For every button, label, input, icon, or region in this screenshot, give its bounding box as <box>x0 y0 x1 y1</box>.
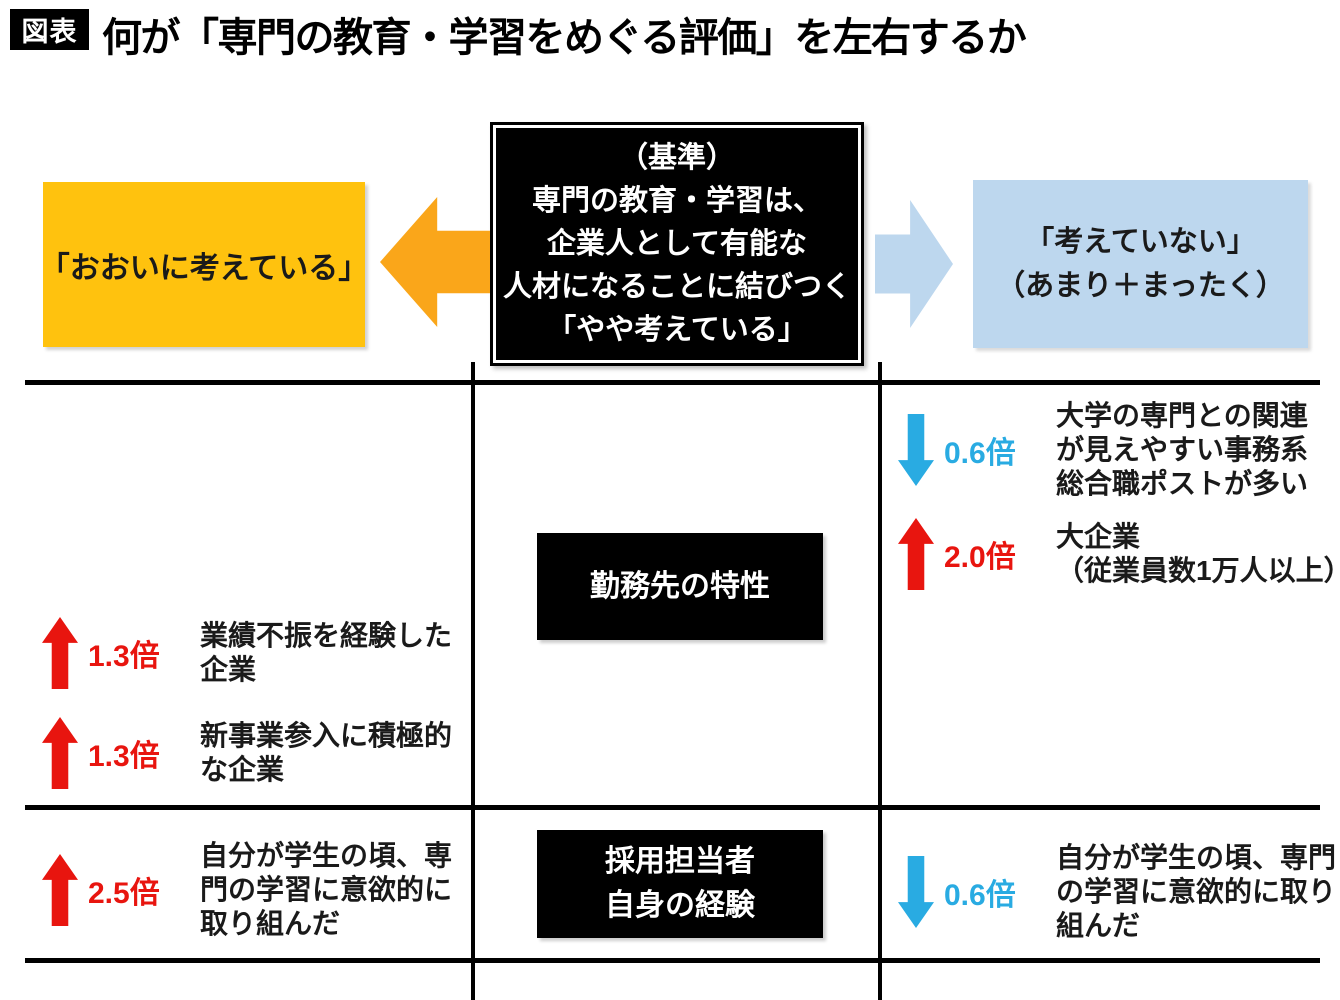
down-arrow-icon <box>898 856 934 928</box>
factor-value: 1.3倍 <box>88 740 160 773</box>
divider-horizontal-top <box>25 380 1320 385</box>
factor-item: 2.5倍 自分が学生の頃、専 門の学習に意欲的に 取り組んだ <box>42 838 452 942</box>
outcome-box-negative: 「考えていない」 （あまり＋まったく） <box>973 180 1308 348</box>
up-arrow-icon <box>42 717 78 789</box>
page-title: 何が「専門の教育・学習をめぐる評価」を左右するか <box>102 16 1027 60</box>
category-recruiter-label: 採用担当者 自身の経験 <box>605 845 755 922</box>
baseline-box-text: （基準） 専門の教育・学習は、 企業人として有能な 人材になることに結びつく 「… <box>502 141 851 346</box>
factor-item: 1.3倍 業績不振を経験した 企業 <box>42 615 452 691</box>
divider-vertical-left <box>471 362 475 1000</box>
divider-vertical-right <box>878 362 882 1000</box>
figure-badge: 図表 <box>10 9 89 50</box>
factor-item: 1.3倍 新事業参入に積極的 な企業 <box>42 715 452 791</box>
factor-value: 0.6倍 <box>944 879 1016 912</box>
up-arrow-icon <box>42 854 78 926</box>
factor-item: 0.6倍 自分が学生の頃、専門 の学習に意欲的に取り 組んだ <box>898 840 1336 944</box>
factor-value: 2.5倍 <box>88 877 160 910</box>
factor-item: 0.6倍 大学の専門との関連 が見えやすい事務系 総合職ポストが多い <box>898 399 1308 501</box>
baseline-box: （基準） 専門の教育・学習は、 企業人として有能な 人材になることに結びつく 「… <box>490 122 864 366</box>
factor-value: 0.6倍 <box>944 437 1016 470</box>
factor-description: 業績不振を経験した 企業 <box>200 620 453 685</box>
factor-value: 1.3倍 <box>88 640 160 673</box>
divider-horizontal-bottom <box>25 958 1320 963</box>
factor-description: 自分が学生の頃、専 門の学習に意欲的に 取り組んだ <box>200 840 453 939</box>
factor-description: 新事業参入に積極的 な企業 <box>200 720 453 785</box>
category-box-recruiter: 採用担当者 自身の経験 <box>537 830 823 938</box>
factor-description: 自分が学生の頃、専門 の学習に意欲的に取り 組んだ <box>1056 842 1337 941</box>
up-arrow-icon <box>42 617 78 689</box>
factor-description: 大企業 （従業員数1万人以上） <box>1056 521 1340 586</box>
factor-description: 大学の専門との関連 が見えやすい事務系 総合職ポストが多い <box>1056 400 1309 499</box>
up-arrow-icon <box>898 518 934 590</box>
category-box-workplace: 勤務先の特性 <box>537 533 823 640</box>
factor-item: 2.0倍 大企業 （従業員数1万人以上） <box>898 518 1340 590</box>
down-arrow-icon <box>898 414 934 486</box>
divider-horizontal-middle <box>25 805 1320 810</box>
factor-value: 2.0倍 <box>944 541 1016 574</box>
right-block-arrow-icon <box>875 200 953 328</box>
outcome-box-positive: 「おおいに考えている」 <box>40 182 368 347</box>
left-block-arrow-icon <box>380 197 490 327</box>
figure-badge-label: 図表 <box>21 17 78 47</box>
category-workplace-label: 勤務先の特性 <box>590 569 770 603</box>
outcome-positive-label: 「おおいに考えている」 <box>39 251 369 285</box>
outcome-negative-label: 「考えていない」 （あまり＋まったく） <box>996 226 1285 302</box>
